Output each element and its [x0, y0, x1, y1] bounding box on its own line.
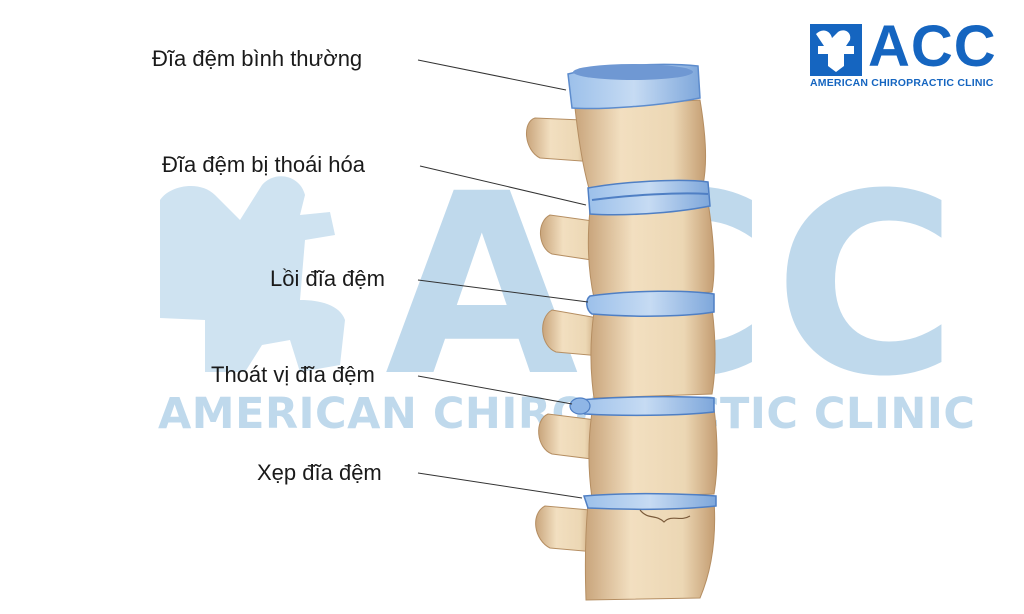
- disc-collapsed-folds: [639, 509, 691, 523]
- label-herniated-disc: Thoát vị đĩa đệm: [211, 362, 375, 387]
- logo-subtitle: AMERICAN CHIROPRACTIC CLINIC: [810, 77, 994, 89]
- label-bulging-disc: Lồi đĩa đệm: [270, 266, 385, 291]
- vertebra-1: [526, 99, 707, 193]
- logo-figure-icon: [810, 24, 862, 76]
- label-degenerated-disc: Đĩa đệm bị thoái hóa: [162, 152, 366, 177]
- watermark-figure: [160, 176, 345, 372]
- disc-bulging: [586, 290, 715, 317]
- disc-degenerated: [587, 179, 711, 216]
- vertebral-body-1: [574, 99, 707, 193]
- spinous-process-4: [538, 413, 601, 461]
- vertebral-body-3: [590, 307, 716, 399]
- spinous-process-3: [542, 309, 601, 357]
- vertebra-4: [538, 407, 718, 499]
- herniation-bulge: [569, 397, 591, 415]
- leader-line-normal: [417, 59, 567, 91]
- disc-degenerated-line: [591, 192, 709, 201]
- label-normal-disc: Đĩa đệm bình thường: [152, 46, 363, 71]
- vertebral-body-2: [587, 201, 715, 299]
- disc-herniated: [575, 395, 715, 417]
- leader-line-degenerated: [419, 165, 587, 206]
- label-collapsed-disc: Xẹp đĩa đệm: [257, 460, 382, 485]
- vertebral-body-5: [584, 499, 716, 601]
- leader-line-bulging: [417, 279, 589, 303]
- disc-collapsed: [582, 492, 717, 511]
- vertebra-5: [535, 499, 716, 601]
- vertebral-body-4: [588, 407, 718, 499]
- vertebra-3: [542, 307, 716, 399]
- acc-logo: ACC AMERICAN CHIROPRACTIC CLINIC: [808, 18, 998, 92]
- vertebra-2: [540, 201, 715, 299]
- spinous-process-5: [535, 505, 596, 553]
- logo-wordmark: ACC: [868, 14, 997, 79]
- disc-normal-top: [573, 64, 693, 80]
- leader-line-herniated: [417, 375, 573, 405]
- leader-line-collapsed: [417, 472, 583, 499]
